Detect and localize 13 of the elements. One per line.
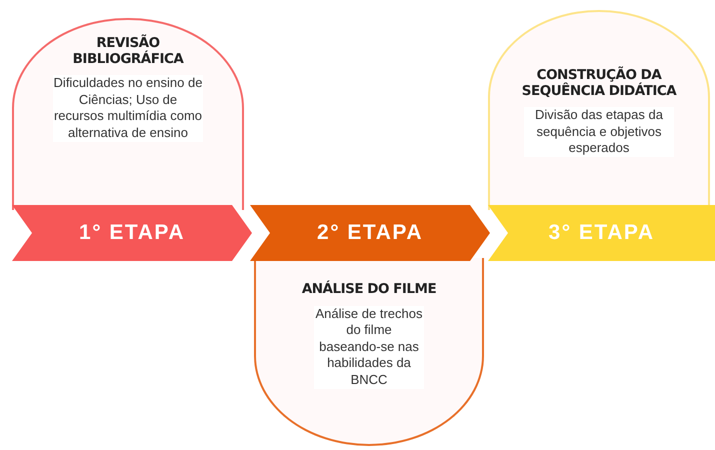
step-label: 2° ETAPA xyxy=(317,221,423,245)
card-description: Análise de trechos do filme baseando-se nas habilidades da BNCC xyxy=(314,306,424,389)
card-description: Dificuldades no ensino de Ciências; Uso de recursos multimídia como alternativa de ensino xyxy=(53,75,203,142)
step-banner xyxy=(488,205,715,261)
card-heading: ANÁLISE DO FILME xyxy=(302,282,436,298)
shield-card xyxy=(254,258,484,446)
step-label: 3° ETAPA xyxy=(548,221,654,245)
card-heading: REVISÃO BIBLIOGRÁFICA xyxy=(72,36,185,68)
card-heading: CONSTRUÇÃO DA SEQUÊNCIA DIDÁTICA xyxy=(520,68,678,100)
card-description: Divisão das etapas da sequência e objetivos esperados xyxy=(524,107,674,157)
step-label: 1° ETAPA xyxy=(79,221,185,245)
step-banner xyxy=(250,205,490,261)
step-banner xyxy=(12,205,252,261)
